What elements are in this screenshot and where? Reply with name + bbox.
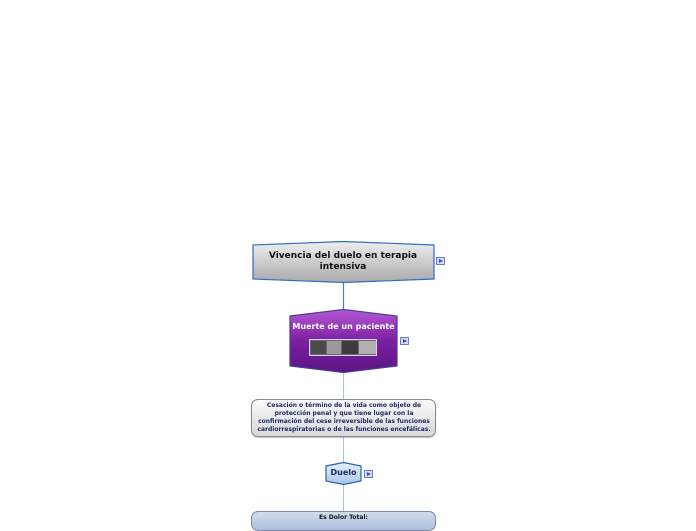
definition-topic-text: Cesación o término de la vida como objet… — [257, 402, 431, 433]
patient-photo-thumbnail — [309, 339, 377, 356]
definition-topic-shape[interactable] — [251, 399, 436, 437]
connector-lines — [342, 283, 345, 511]
root-topic-shape[interactable] — [252, 241, 435, 283]
root-topic-label: Vivencia del duelo en terapia intensiva — [268, 251, 418, 272]
mind-map-canvas: Vivencia del duelo en terapia intensiva … — [251, 241, 445, 531]
expand-arrow-icon[interactable] — [436, 257, 445, 265]
duelo-topic-shape[interactable] — [325, 462, 362, 485]
dolor-topic-label: Es Dolor Total: — [319, 514, 368, 521]
death-topic-label: Muerte de un paciente — [292, 322, 395, 331]
expand-arrow-icon[interactable] — [364, 470, 373, 478]
duelo-topic-label: Duelo — [330, 468, 357, 477]
expand-arrow-icon[interactable] — [400, 337, 409, 345]
